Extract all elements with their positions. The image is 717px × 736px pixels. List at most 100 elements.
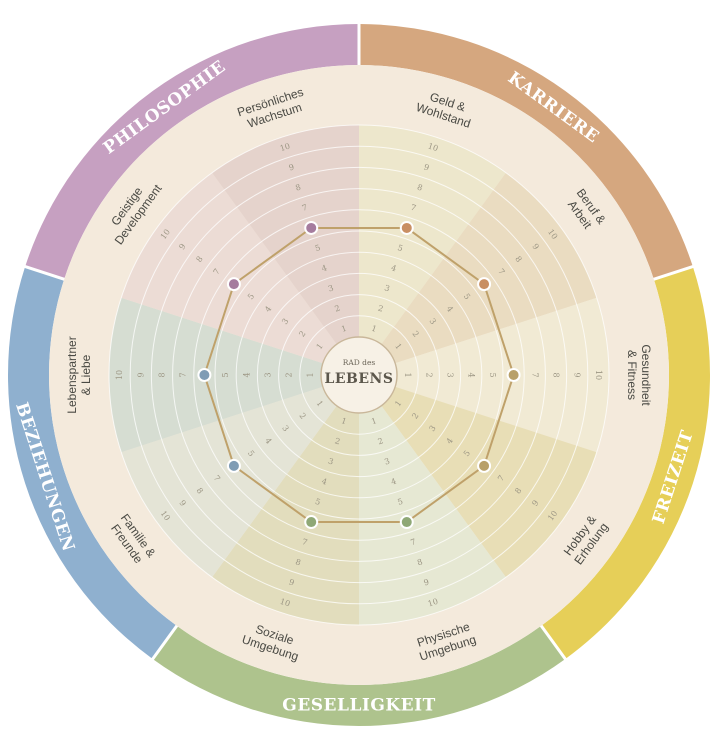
scale-ring [193,209,525,541]
scale-tick: 7 [301,203,309,213]
scale-tick: 4 [390,477,398,487]
scale-tick: 3 [280,424,290,433]
scale-tick: 7 [212,267,222,276]
scale-tick: 9 [288,162,296,172]
scale-tick: 8 [552,372,561,377]
scale-ring [214,230,504,520]
area-sectors [109,125,609,625]
scale-tick: 2 [334,304,342,314]
scale-tick: 8 [513,486,523,495]
scale-tick: 7 [301,537,309,547]
score-dot [304,515,319,530]
category-segment [25,24,359,280]
scale-tick: 9 [530,499,540,508]
area-sector [359,405,506,625]
scale-tick: 3 [427,317,437,326]
scale-tick: 2 [377,436,385,446]
category-segment [359,24,693,280]
scale-tick: 8 [294,183,302,193]
scale-tick: 3 [280,317,290,326]
area-sector [121,172,337,364]
scale-tick: 9 [288,577,296,587]
scale-ring [129,145,589,605]
scale-ring [172,188,546,562]
category-label: GESELLIGKEIT [282,696,435,716]
scale-tick: 10 [427,597,439,609]
scale-tick: 2 [297,329,307,338]
scale-tick: 9 [423,577,431,587]
scale-ring [150,166,568,584]
scale-tick: 5 [314,243,322,253]
scale-tick: 1 [393,342,403,351]
scale-tick: 1 [340,324,348,334]
scale-tick: 4 [321,263,329,273]
scale-tick: 3 [327,456,335,466]
category-divider [539,624,568,662]
scale-tick: 8 [416,183,424,193]
life-area-label-line: Gesundheit [639,344,653,406]
scale-tick: 2 [334,436,342,446]
scale-tick: 9 [177,242,187,251]
scale-tick: 3 [427,424,437,433]
scale-tick: 1 [315,342,325,351]
scale-tick: 9 [423,162,431,172]
scale-tick: 8 [158,372,167,377]
life-area-label: Lebenspartner& Liebe [65,336,93,413]
scale-tick: 5 [246,449,256,458]
scale-tick: 2 [297,411,307,420]
area-sector [381,386,597,578]
scale-tick: 4 [445,436,455,445]
scale-tick: 8 [513,255,523,264]
scale-tick: 3 [327,283,335,293]
area-sector [212,125,359,345]
scale-tick: 7 [496,474,506,483]
category-segment [7,266,177,659]
scale-tick: 1 [306,372,315,377]
scale-tick: 3 [446,372,455,377]
scale-tick: 4 [263,436,273,445]
scale-tick: 1 [370,416,378,426]
center-badge: RAD des LEBENS [320,336,398,414]
score-dot [399,515,414,530]
center-circle [320,336,398,414]
scale-tick: 9 [177,499,187,508]
scale-tick: 2 [410,329,420,338]
scale-tick: 5 [462,292,472,301]
score-dot [477,277,492,292]
life-area-label: Gesundheit& Fitness [625,344,653,406]
score-dot [226,277,241,292]
category-segment [541,266,711,659]
scale-tick: 3 [383,283,391,293]
scale-tick: 7 [212,474,222,483]
scale-tick: 1 [403,372,412,377]
scale-tick: 9 [530,242,540,251]
life-area-label-line: & Fitness [625,350,639,400]
scale-tick: 10 [427,141,439,153]
area-sector [359,125,506,345]
scale-tick: 4 [467,372,476,377]
center-title: LEBENS [325,371,394,387]
scale-tick: 1 [370,324,378,334]
scale-tick: 7 [530,372,539,377]
scale-tick: 4 [263,304,273,313]
scale-ring [299,315,419,435]
scale-tick: 8 [194,486,204,495]
scale-tick: 5 [314,497,322,507]
scale-tick: 10 [115,370,124,380]
score-markers [197,220,521,530]
scale-tick: 1 [340,416,348,426]
life-area-label-line: Lebenspartner [65,336,79,413]
scale-tick: 9 [136,372,145,377]
scale-ring [108,124,610,626]
category-divider [22,264,66,281]
scale-tick: 10 [279,141,291,153]
scale-tick: 10 [594,370,603,380]
scale-tick: 8 [194,255,204,264]
scale-tick: 7 [410,537,418,547]
category-divider [652,264,696,281]
scale-tick: 10 [279,597,291,609]
scale-tick: 4 [390,263,398,273]
category-segment [152,625,566,727]
scale-ring [235,251,483,499]
